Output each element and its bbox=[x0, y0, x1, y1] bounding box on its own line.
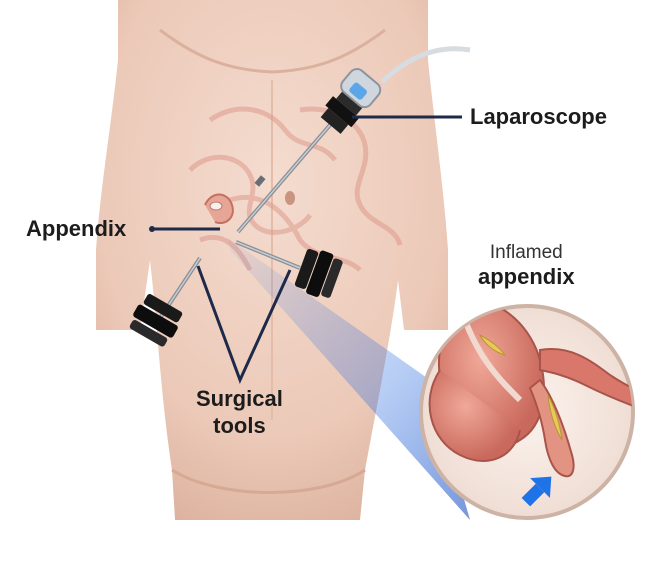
surgical-tools-line2: tools bbox=[213, 413, 266, 438]
surgical-tool-right bbox=[235, 240, 343, 298]
surgical-tools-leader bbox=[196, 265, 292, 384]
inflamed-line1: Inflamed bbox=[489, 242, 563, 263]
appendix-area bbox=[204, 193, 234, 224]
laparoscope-instrument bbox=[236, 46, 471, 234]
magnified-appendix-view bbox=[419, 304, 635, 520]
leader-lines bbox=[149, 115, 462, 384]
inflamed-appendix-label: Inflamed appendix bbox=[478, 242, 575, 290]
torso bbox=[96, 0, 448, 520]
surgical-tools-line1: Surgical bbox=[196, 386, 283, 411]
navel bbox=[285, 191, 295, 205]
arrow-up-right-icon bbox=[521, 476, 552, 507]
surgical-tools-label: Surgical tools bbox=[196, 385, 283, 439]
inflamed-line2: appendix bbox=[478, 264, 575, 289]
surgical-tool-left bbox=[129, 256, 202, 347]
appendix-label: Appendix bbox=[26, 216, 127, 241]
laparoscope-label: Laparoscope bbox=[470, 104, 607, 129]
callout-beam bbox=[228, 238, 470, 520]
